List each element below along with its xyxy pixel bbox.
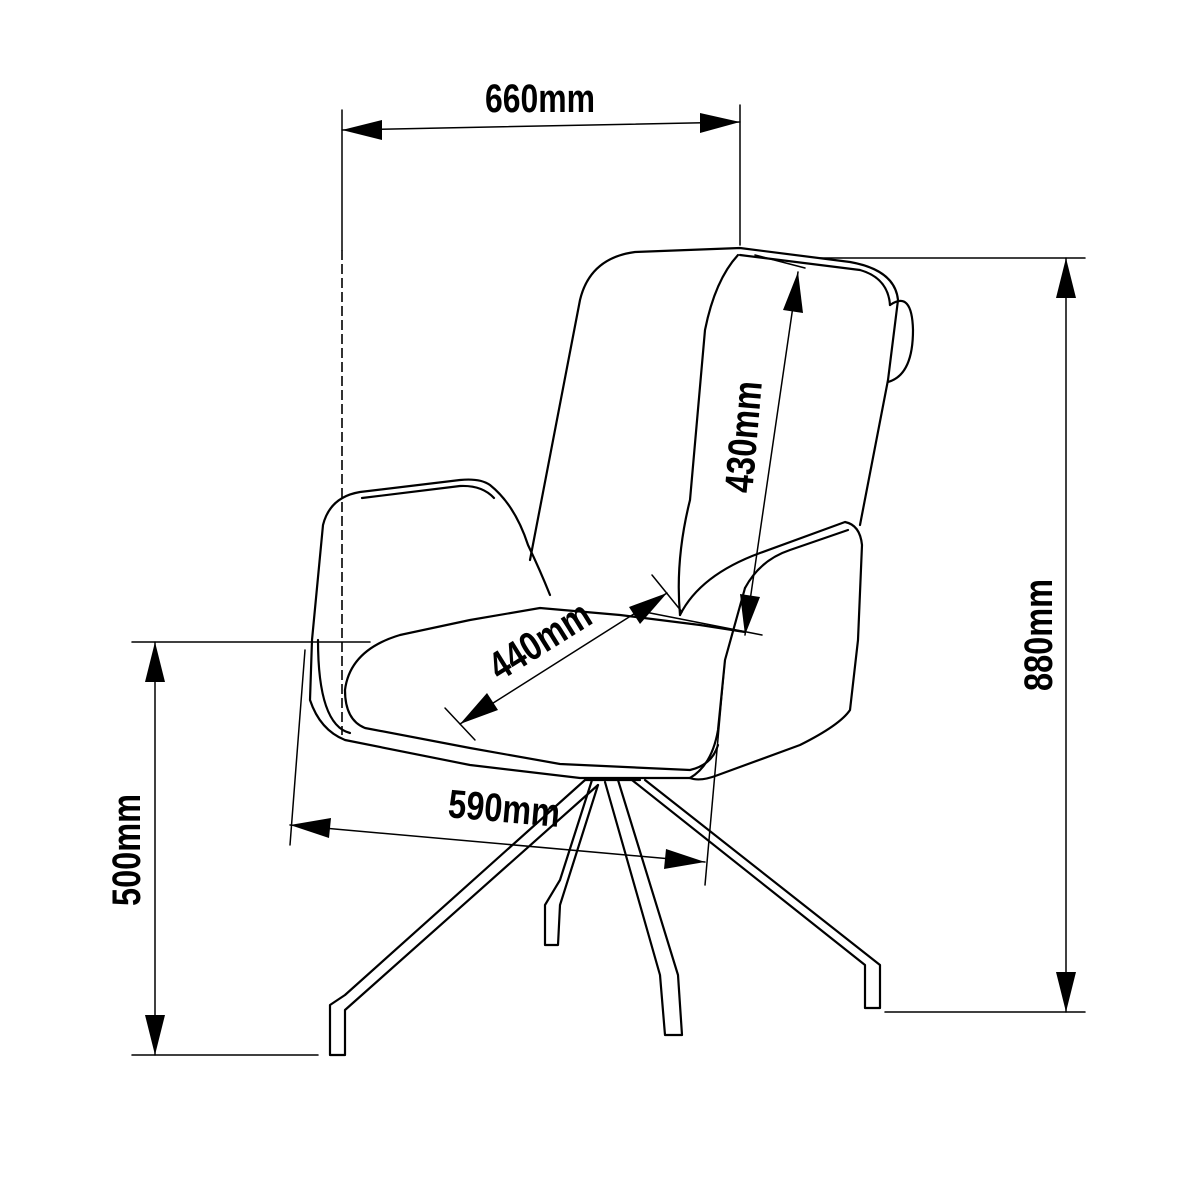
chair-drawing — [308, 246, 915, 1057]
label-overall-height: 880mm — [1017, 579, 1061, 691]
arrow-top — [783, 272, 803, 313]
label-backrest-height: 430mm — [717, 379, 771, 494]
label-overall-width: 660mm — [485, 77, 595, 121]
dim-seat-depth — [444, 574, 763, 741]
arrow-right — [664, 849, 705, 869]
backrest-roll — [886, 299, 915, 384]
arrow-top — [145, 642, 165, 682]
arrow-bottom — [1056, 972, 1076, 1012]
arrow-front — [460, 693, 498, 724]
dim-seat-height — [131, 641, 371, 1056]
left-armrest-inner — [360, 484, 496, 500]
seat-cushion-top — [343, 606, 747, 692]
dim-overall-width — [341, 104, 741, 735]
seat-cushion-front — [343, 688, 720, 772]
right-armrest-front — [688, 586, 747, 780]
dimension-lines — [131, 104, 1086, 1056]
right-armrest-outline — [678, 520, 864, 781]
arrow-left — [342, 120, 382, 140]
arrow-left — [290, 818, 331, 838]
arrow-back — [629, 593, 667, 624]
dim-seat-width — [289, 649, 726, 886]
backrest-seam — [677, 253, 740, 617]
left-armrest-outline — [308, 478, 692, 780]
dim-backrest-height — [740, 254, 806, 636]
leg-front-left — [328, 778, 600, 1057]
arrow-right — [700, 113, 740, 133]
chair-legs — [328, 778, 882, 1057]
backrest-outline — [528, 246, 900, 562]
dim-overall-height — [819, 257, 1086, 1013]
leg-back-left — [543, 778, 600, 947]
leg-front-center — [603, 778, 684, 1037]
leg-back-right — [630, 778, 882, 1010]
backrest-top-inner — [738, 253, 892, 307]
label-seat-height: 500mm — [105, 794, 149, 906]
arrow-bottom — [740, 594, 760, 635]
left-armrest-lower-edge — [316, 638, 352, 735]
right-armrest-inner — [743, 528, 850, 590]
label-seat-width: 590mm — [446, 782, 561, 836]
arrow-top — [1056, 258, 1076, 298]
arrow-bottom — [145, 1015, 165, 1055]
